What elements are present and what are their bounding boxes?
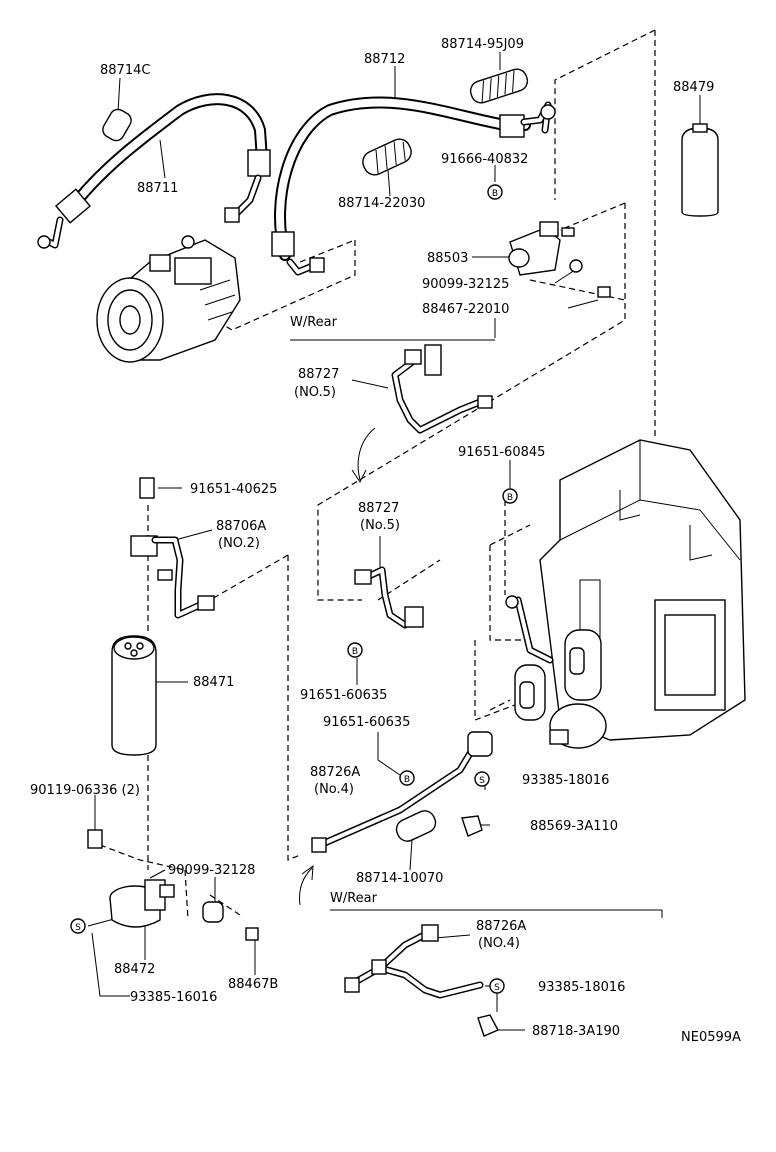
symbol-b-91651-60845: B [502, 488, 518, 504]
hose-88712 [271, 96, 556, 276]
symbol-b-91651-60635-a: B [347, 642, 363, 658]
svg-text:B: B [352, 647, 358, 657]
pipe-88706A [130, 535, 215, 619]
pipe-88727-rear-top [391, 344, 493, 434]
nut-90099-32125 [569, 259, 583, 273]
catalog-code: NE0599A [681, 1030, 741, 1045]
label-88727-top-no: (NO.5) [294, 385, 336, 400]
spacer-90099-32128 [202, 901, 224, 923]
label-88714-10070: 88714-10070 [356, 871, 443, 886]
label-93385-16016: 93385-16016 [130, 990, 217, 1005]
bracket-88472 [87, 829, 175, 928]
label-88714C: 88714C [100, 63, 150, 78]
label-88472: 88472 [114, 962, 155, 977]
label-88726A-b: 88726A [476, 919, 526, 934]
label-88718-3A190: 88718-3A190 [532, 1024, 620, 1039]
label-88727-top: 88727 [298, 367, 339, 382]
svg-text:B: B [507, 493, 513, 503]
sleeve-88714-10070 [395, 810, 437, 842]
dashed-assembly-outlines [99, 29, 656, 921]
label-91651-60635-b: 91651-60635 [323, 715, 410, 730]
label-88711: 88711 [137, 181, 178, 196]
label-88726A: 88726A [310, 765, 360, 780]
symbol-b-91651-60635-b: B [399, 770, 415, 786]
evaporator-housing [505, 439, 746, 749]
symbol-b-91666: B [487, 184, 503, 200]
compressor [96, 235, 241, 363]
bolt-91651-40625 [139, 477, 155, 499]
label-88467B: 88467B [228, 977, 278, 992]
label-w-rear-top: W/Rear [290, 315, 338, 330]
hose-88711 [37, 93, 271, 249]
sleeve-88714-95J09 [469, 68, 529, 104]
bolt-88467-22010 [597, 286, 611, 298]
label-w-rear-bottom: W/Rear [330, 891, 378, 906]
symbol-s-93385-16016: S [70, 918, 86, 934]
label-91651-40625: 91651-40625 [190, 482, 277, 497]
part-labels: 88714C 88711 88712 88714-95J09 88479 916… [30, 37, 741, 1045]
pipe-88727-mid [354, 566, 424, 629]
flow-arrows [299, 427, 376, 906]
pipe-88726A [311, 731, 493, 853]
symbol-s-93385-18016-a: S [474, 771, 490, 787]
label-88727-mid-no: (No.5) [360, 518, 400, 533]
label-88727-mid: 88727 [358, 501, 399, 516]
label-90099-32125: 90099-32125 [422, 277, 509, 292]
label-88479: 88479 [673, 80, 714, 95]
label-90099-32128: 90099-32128 [168, 863, 255, 878]
svg-text:S: S [479, 776, 485, 786]
label-88706A-no: (NO.2) [218, 536, 260, 551]
valve-88503 [508, 221, 575, 276]
svg-text:S: S [75, 923, 81, 933]
clamp-88569-3A110 [461, 815, 483, 837]
label-88714-95J09: 88714-95J09 [441, 37, 524, 52]
label-88714-22030: 88714-22030 [338, 196, 425, 211]
svg-text:B: B [404, 775, 410, 785]
label-88726A-b-no: (NO.4) [478, 936, 520, 951]
symbol-s-93385-18016-b: S [489, 978, 505, 994]
label-88467-22010: 88467-22010 [422, 302, 509, 317]
bolt-88467B [245, 927, 259, 941]
svg-text:S: S [494, 983, 500, 993]
label-88712: 88712 [364, 52, 405, 67]
label-93385-18016-b: 93385-18016 [538, 980, 625, 995]
clamp-88718-3A190 [477, 1014, 499, 1037]
label-88706A: 88706A [216, 519, 266, 534]
label-88569-3A110: 88569-3A110 [530, 819, 618, 834]
label-91651-60635-a: 91651-60635 [300, 688, 387, 703]
receiver-88471 [111, 635, 157, 756]
label-88726A-no: (No.4) [314, 782, 354, 797]
label-88471: 88471 [193, 675, 234, 690]
sleeve-88714C [102, 108, 132, 142]
sleeve-88714-22030 [362, 138, 412, 176]
label-88503: 88503 [427, 251, 468, 266]
label-91666-40832: 91666-40832 [441, 152, 528, 167]
label-91651-60845: 91651-60845 [458, 445, 545, 460]
receiver-88479 [681, 123, 719, 217]
label-90119-06336: 90119-06336 (2) [30, 783, 140, 798]
pipe-88726A-rear [344, 924, 484, 999]
svg-text:B: B [492, 189, 498, 199]
label-93385-18016-a: 93385-18016 [522, 773, 609, 788]
